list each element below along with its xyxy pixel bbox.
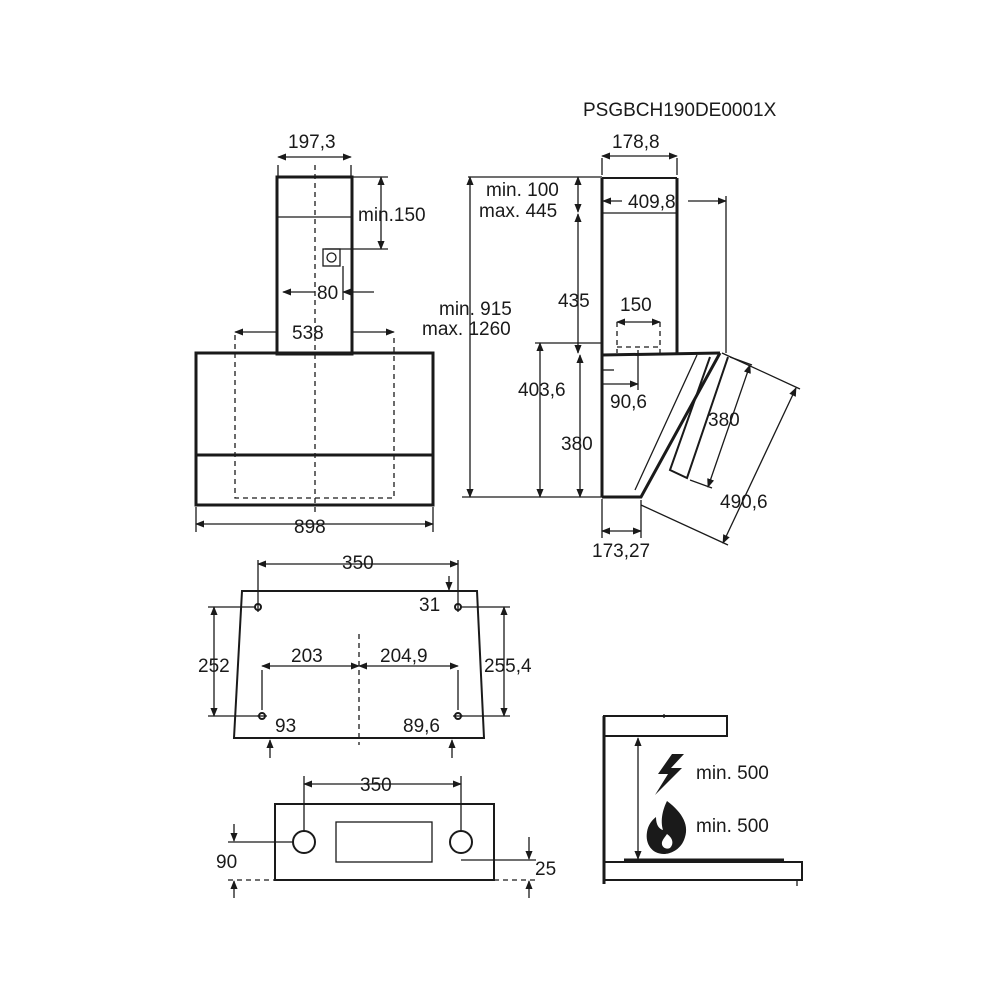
dim-left-half: 203 [291, 646, 323, 667]
dim-duct-offset: 90,6 [610, 392, 647, 413]
dim-bottom-left: 93 [275, 716, 296, 737]
wall-template-outline [232, 590, 486, 739]
dim-hole-spacing-top: 350 [342, 553, 374, 574]
dim-top-clearance-min: min. 100 [486, 180, 559, 201]
dim-chimney-min: min.150 [358, 205, 426, 226]
dim-bottom-depth: 173,27 [592, 541, 650, 562]
dim-total-height-min: min. 915 [439, 299, 512, 320]
dim-panel-height: 380 [708, 410, 740, 431]
dim-top-hole-offset: 31 [419, 595, 440, 616]
dim-panel-diagonal: 490,6 [720, 492, 768, 513]
power-socket-icon [322, 248, 341, 267]
dim-bracket-left-offset: 90 [216, 852, 237, 873]
lightning-icon [655, 754, 684, 795]
clearance-view: min. 500 min. 500 [602, 714, 803, 886]
hood-profile [603, 715, 728, 737]
wall-mounting-plan: 350 31 252 255,4 203 204,9 93 89,6 [198, 553, 532, 758]
dim-chimney-height: 435 [558, 291, 590, 312]
dim-hood-projection: 409,8 [628, 192, 676, 213]
cooktop-profile [603, 861, 803, 881]
front-view: 197,3 min.150 80 538 898 [194, 132, 435, 538]
dim-body-height-outer: 403,6 [518, 380, 566, 401]
model-code: PSGBCH190DE0001X [583, 100, 777, 121]
mount-hole-left [292, 830, 316, 854]
dim-chimney-width: 197,3 [288, 132, 336, 153]
dim-duct-width: 150 [620, 295, 652, 316]
hood-body [194, 351, 435, 507]
dim-bottom-right: 89,6 [403, 716, 440, 737]
dim-top-clearance-max: max. 445 [479, 201, 557, 222]
mount-hole-right [449, 830, 473, 854]
dim-left-height: 252 [198, 656, 230, 677]
dim-bracket-hole-spacing: 350 [360, 775, 392, 796]
bracket-view: 350 90 25 [216, 775, 556, 898]
dim-bracket-right-offset: 25 [535, 859, 556, 880]
dim-bracket-span: 538 [292, 323, 324, 344]
dim-body-height-inner: 380 [561, 434, 593, 455]
dim-total-height-max: max. 1260 [422, 319, 511, 340]
side-view: 178,8 min. 100 max. 445 409,8 min. 915 m… [422, 132, 801, 562]
dim-right-half: 204,9 [380, 646, 428, 667]
clearance-electric: min. 500 [696, 763, 769, 784]
dim-right-height: 255,4 [484, 656, 532, 677]
flame-icon [646, 801, 687, 854]
dim-hood-width: 898 [294, 517, 326, 538]
clearance-gas: min. 500 [696, 816, 769, 837]
dim-socket-offset: 80 [317, 283, 338, 304]
dim-chimney-depth: 178,8 [612, 132, 660, 153]
